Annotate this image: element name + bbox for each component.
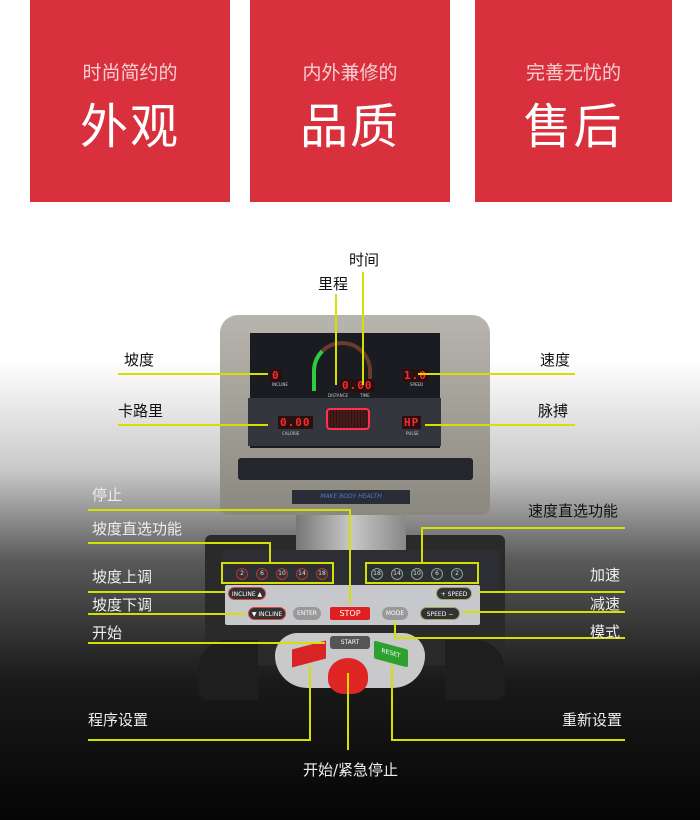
label-speed-preset: 速度直选功能 <box>528 502 619 520</box>
dot-matrix <box>326 408 370 430</box>
label-start-emergency: 开始/紧急停止 <box>303 761 399 779</box>
calorie-display: 0.00 <box>278 416 313 429</box>
speed-preset-14[interactable]: 14 <box>391 568 403 580</box>
label-incline-preset: 坡度直选功能 <box>92 520 183 538</box>
speed-preset-10[interactable]: 10 <box>411 568 423 580</box>
banner-appearance: 时尚简约的外观 <box>30 0 230 202</box>
label-mode: 模式 <box>590 623 621 641</box>
speed-down-button[interactable]: SPEED − <box>420 607 460 620</box>
pulse-display: HP <box>402 416 422 429</box>
incline-preset-14[interactable]: 14 <box>296 568 308 580</box>
label-pulse: 脉搏 <box>538 402 569 420</box>
label-calorie: 卡路里 <box>118 402 164 420</box>
brand-slogan: MAKE BODY HEALTH <box>292 490 410 504</box>
banner-quality: 内外兼修的品质 <box>250 0 450 202</box>
label-speed-up: 加速 <box>590 566 621 584</box>
label-distance: 里程 <box>318 275 349 293</box>
label-start: 开始 <box>92 624 123 642</box>
speed-preset-6[interactable]: 6 <box>431 568 443 580</box>
speed-display: 1.0 <box>402 369 429 382</box>
incline-preset-18[interactable]: 18 <box>316 568 328 580</box>
incline-preset-6[interactable]: 6 <box>256 568 268 580</box>
label-speed: 速度 <box>540 351 571 369</box>
speed-gauge <box>312 341 372 391</box>
speed-preset-2[interactable]: 2 <box>451 568 463 580</box>
label-speed-down: 减速 <box>590 595 621 613</box>
left-handle <box>198 640 258 700</box>
banner-after-sales: 完善无忧的售后 <box>475 0 672 202</box>
label-stop: 停止 <box>92 486 123 504</box>
speed-up-button[interactable]: + SPEED <box>436 587 472 600</box>
speed-preset-18[interactable]: 18 <box>371 568 383 580</box>
right-handle <box>445 640 505 700</box>
incline-preset-10[interactable]: 10 <box>276 568 288 580</box>
start-button[interactable]: START <box>330 636 370 649</box>
label-incline: 坡度 <box>124 351 155 369</box>
incline-up-button[interactable]: INCLINE ▲ <box>228 587 266 600</box>
mode-button[interactable]: MODE <box>382 607 408 620</box>
incline-preset-2[interactable]: 2 <box>236 568 248 580</box>
incline-display: 0 <box>270 369 282 382</box>
label-incline-up: 坡度上调 <box>92 568 153 586</box>
program-info-panel <box>238 458 473 480</box>
label-time: 时间 <box>349 251 380 269</box>
lower-display: 0.00 CALORIE HP PULSE <box>248 398 441 446</box>
stop-button[interactable]: STOP <box>330 607 370 620</box>
distance-time-display: 0.00 <box>340 379 375 392</box>
label-reset: 重新设置 <box>562 711 623 729</box>
label-program: 程序设置 <box>88 711 149 729</box>
label-incline-down: 坡度下调 <box>92 596 153 614</box>
incline-down-button[interactable]: ▼ INCLINE <box>248 607 286 620</box>
enter-button[interactable]: ENTER <box>293 607 321 620</box>
